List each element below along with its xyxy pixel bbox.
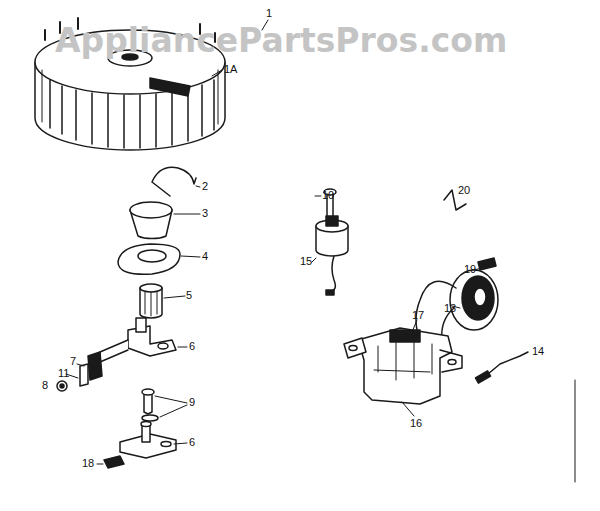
callout-number: 6: [189, 341, 195, 352]
callout-number: 19: [464, 264, 476, 275]
callout-number: 4: [202, 251, 208, 262]
callout-number: 15: [300, 256, 312, 267]
callout-number: 1: [266, 8, 272, 19]
callout-number: 3: [202, 208, 208, 219]
callout-number: 2: [202, 181, 208, 192]
callout-number: 6: [189, 437, 195, 448]
callout-number: 7: [70, 356, 76, 367]
callout-number: 13: [444, 303, 456, 314]
callout-number: 8: [42, 380, 48, 391]
callout-number: 18: [82, 458, 94, 469]
callout-number: 14: [532, 346, 544, 357]
callout-number: 16: [410, 418, 422, 429]
callout-number: 17: [412, 310, 424, 321]
watermark: AppliancePartsPros.com: [55, 24, 507, 57]
callout-number: 11: [58, 368, 69, 379]
callout-number: 1A: [224, 64, 237, 75]
callout-number: 20: [458, 185, 470, 196]
callout-number: 9: [189, 397, 195, 408]
callout-number: 10: [322, 190, 334, 201]
callout-number: 5: [186, 290, 192, 301]
